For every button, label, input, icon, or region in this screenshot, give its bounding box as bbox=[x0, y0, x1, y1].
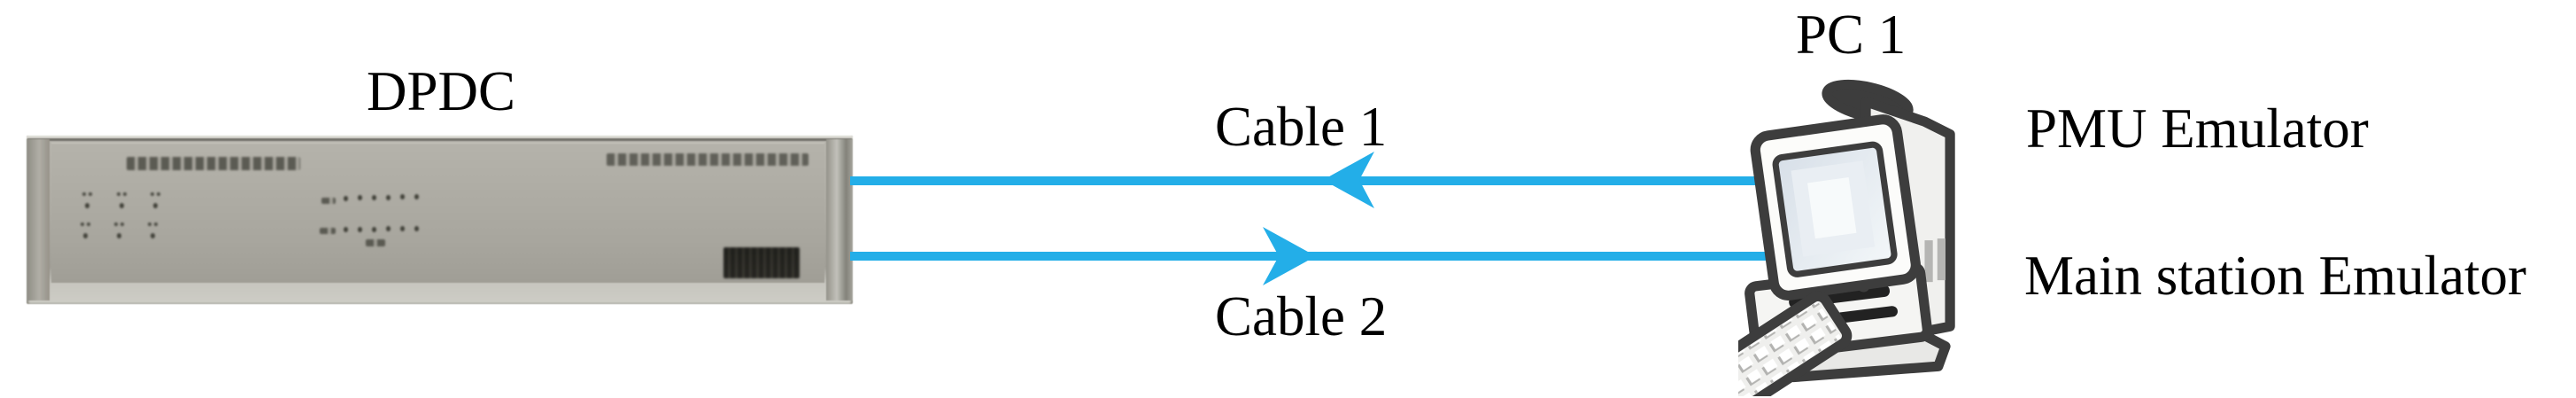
led-cluster bbox=[114, 222, 132, 242]
vent-slot bbox=[1937, 238, 1946, 281]
panel-serial-text-smudge bbox=[607, 153, 808, 166]
cable2-label: Cable 2 bbox=[1215, 285, 1388, 347]
pmu-emulator-label: PMU Emulator bbox=[2026, 98, 2369, 160]
led-cluster bbox=[117, 192, 128, 212]
device-right-bracket bbox=[826, 139, 853, 300]
device-panel-details bbox=[27, 136, 853, 304]
pc1-title: PC 1 bbox=[1796, 4, 1907, 66]
dpdc-device-photo bbox=[27, 136, 853, 304]
led-cluster bbox=[151, 192, 161, 212]
keyboard-keys bbox=[1738, 300, 1842, 396]
vent-slot bbox=[1924, 240, 1933, 283]
led-dot bbox=[358, 227, 362, 232]
led-dot bbox=[414, 226, 419, 231]
led-dot bbox=[372, 227, 376, 232]
cable2-line bbox=[850, 252, 1791, 261]
cable1-line bbox=[850, 176, 1789, 185]
led-dot bbox=[386, 195, 391, 200]
led-dot bbox=[400, 226, 405, 231]
cable1-arrowhead-left-icon bbox=[1323, 152, 1374, 208]
keyboard bbox=[1738, 291, 1853, 396]
led-row-label-smudge bbox=[320, 228, 336, 234]
led-dot bbox=[344, 196, 348, 201]
led-dot bbox=[414, 194, 419, 199]
led-cluster bbox=[148, 222, 166, 242]
cable1-label: Cable 1 bbox=[1215, 96, 1388, 158]
crt-monitor bbox=[1750, 114, 1921, 300]
device-left-bracket bbox=[27, 139, 50, 300]
led-dot bbox=[344, 227, 348, 232]
device-serial-label bbox=[723, 247, 800, 278]
main-station-emulator-label: Main station Emulator bbox=[2024, 245, 2526, 307]
led-dot bbox=[386, 226, 391, 231]
led-dot bbox=[358, 195, 362, 200]
led-cluster bbox=[81, 222, 91, 242]
led-row-label-smudge bbox=[321, 198, 336, 204]
led-cluster bbox=[82, 192, 93, 212]
led-sub-label-smudge bbox=[366, 239, 385, 246]
led-dot bbox=[400, 194, 405, 199]
screen-glow-inner bbox=[1807, 176, 1857, 239]
led-dot bbox=[372, 195, 376, 200]
panel-model-text-smudge bbox=[127, 157, 300, 170]
dpdc-title: DPDC bbox=[367, 60, 516, 122]
cable2-arrowhead-right-icon bbox=[1263, 227, 1316, 285]
desktop-computer-icon bbox=[1738, 79, 1955, 396]
